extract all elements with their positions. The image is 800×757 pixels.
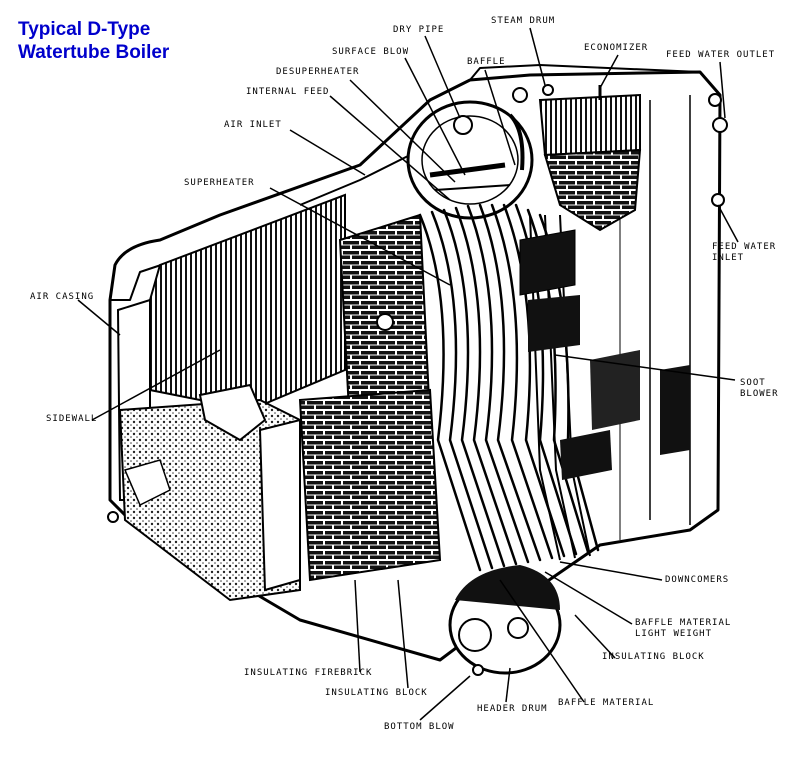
burner-area [118, 383, 301, 602]
label-surface-blow: SURFACE BLOW [332, 47, 410, 57]
baffle-blocks [519, 229, 690, 480]
title-line-2: Watertube Boiler [18, 42, 170, 63]
furnace-back-wall [338, 213, 432, 432]
label-steam-drum: STEAM DRUM [491, 16, 556, 26]
label-desuperheater: DESUPERHEATER [276, 67, 360, 77]
steam-drum-shape [406, 100, 534, 220]
title-line-1: Typical D-Type [18, 19, 151, 40]
leader-lines [77, 27, 739, 721]
diagram-title: Typical D-Type Watertube Boiler [18, 18, 169, 64]
label-downcomers: DOWNCOMERS [665, 575, 730, 585]
label-insulating-firebrick: INSULATING FIREBRICK [244, 668, 373, 678]
label-baffle-material: BAFFLE MATERIAL [558, 698, 655, 708]
label-baffle: BAFFLE [467, 57, 506, 67]
label-economizer: ECONOMIZER [584, 43, 649, 53]
label-soot-blower-2: BLOWER [740, 389, 779, 399]
label-insulating-block-bottom: INSULATING BLOCK [325, 688, 428, 698]
furnace-floor [298, 388, 442, 582]
label-sidewall: SIDEWALL [46, 414, 98, 424]
feed-water-pipes [107, 84, 728, 523]
economizer-block [538, 85, 642, 232]
label-internal-feed: INTERNAL FEED [246, 87, 330, 97]
label-feed-water-outlet: FEED WATER OUTLET [666, 50, 776, 60]
label-insulating-block-right: INSULATING BLOCK [602, 652, 705, 662]
label-header-drum: HEADER DRUM [477, 704, 548, 714]
label-air-inlet: AIR INLET [224, 120, 282, 130]
header-drum-shape [448, 565, 562, 676]
label-dry-pipe: DRY PIPE [393, 25, 445, 35]
label-bottom-blow: BOTTOM BLOW [384, 722, 455, 732]
label-feed-water-inlet-1: FEED WATER [712, 242, 777, 252]
label-soot-blower-1: SOOT [740, 378, 766, 388]
label-air-casing: AIR CASING [30, 292, 95, 302]
label-baffle-material-lw-2: LIGHT WEIGHT [635, 629, 713, 639]
label-feed-water-inlet-2: INLET [712, 253, 745, 263]
label-baffle-material-lw-1: BAFFLE MATERIAL [635, 618, 732, 628]
label-superheater: SUPERHEATER [184, 178, 255, 188]
